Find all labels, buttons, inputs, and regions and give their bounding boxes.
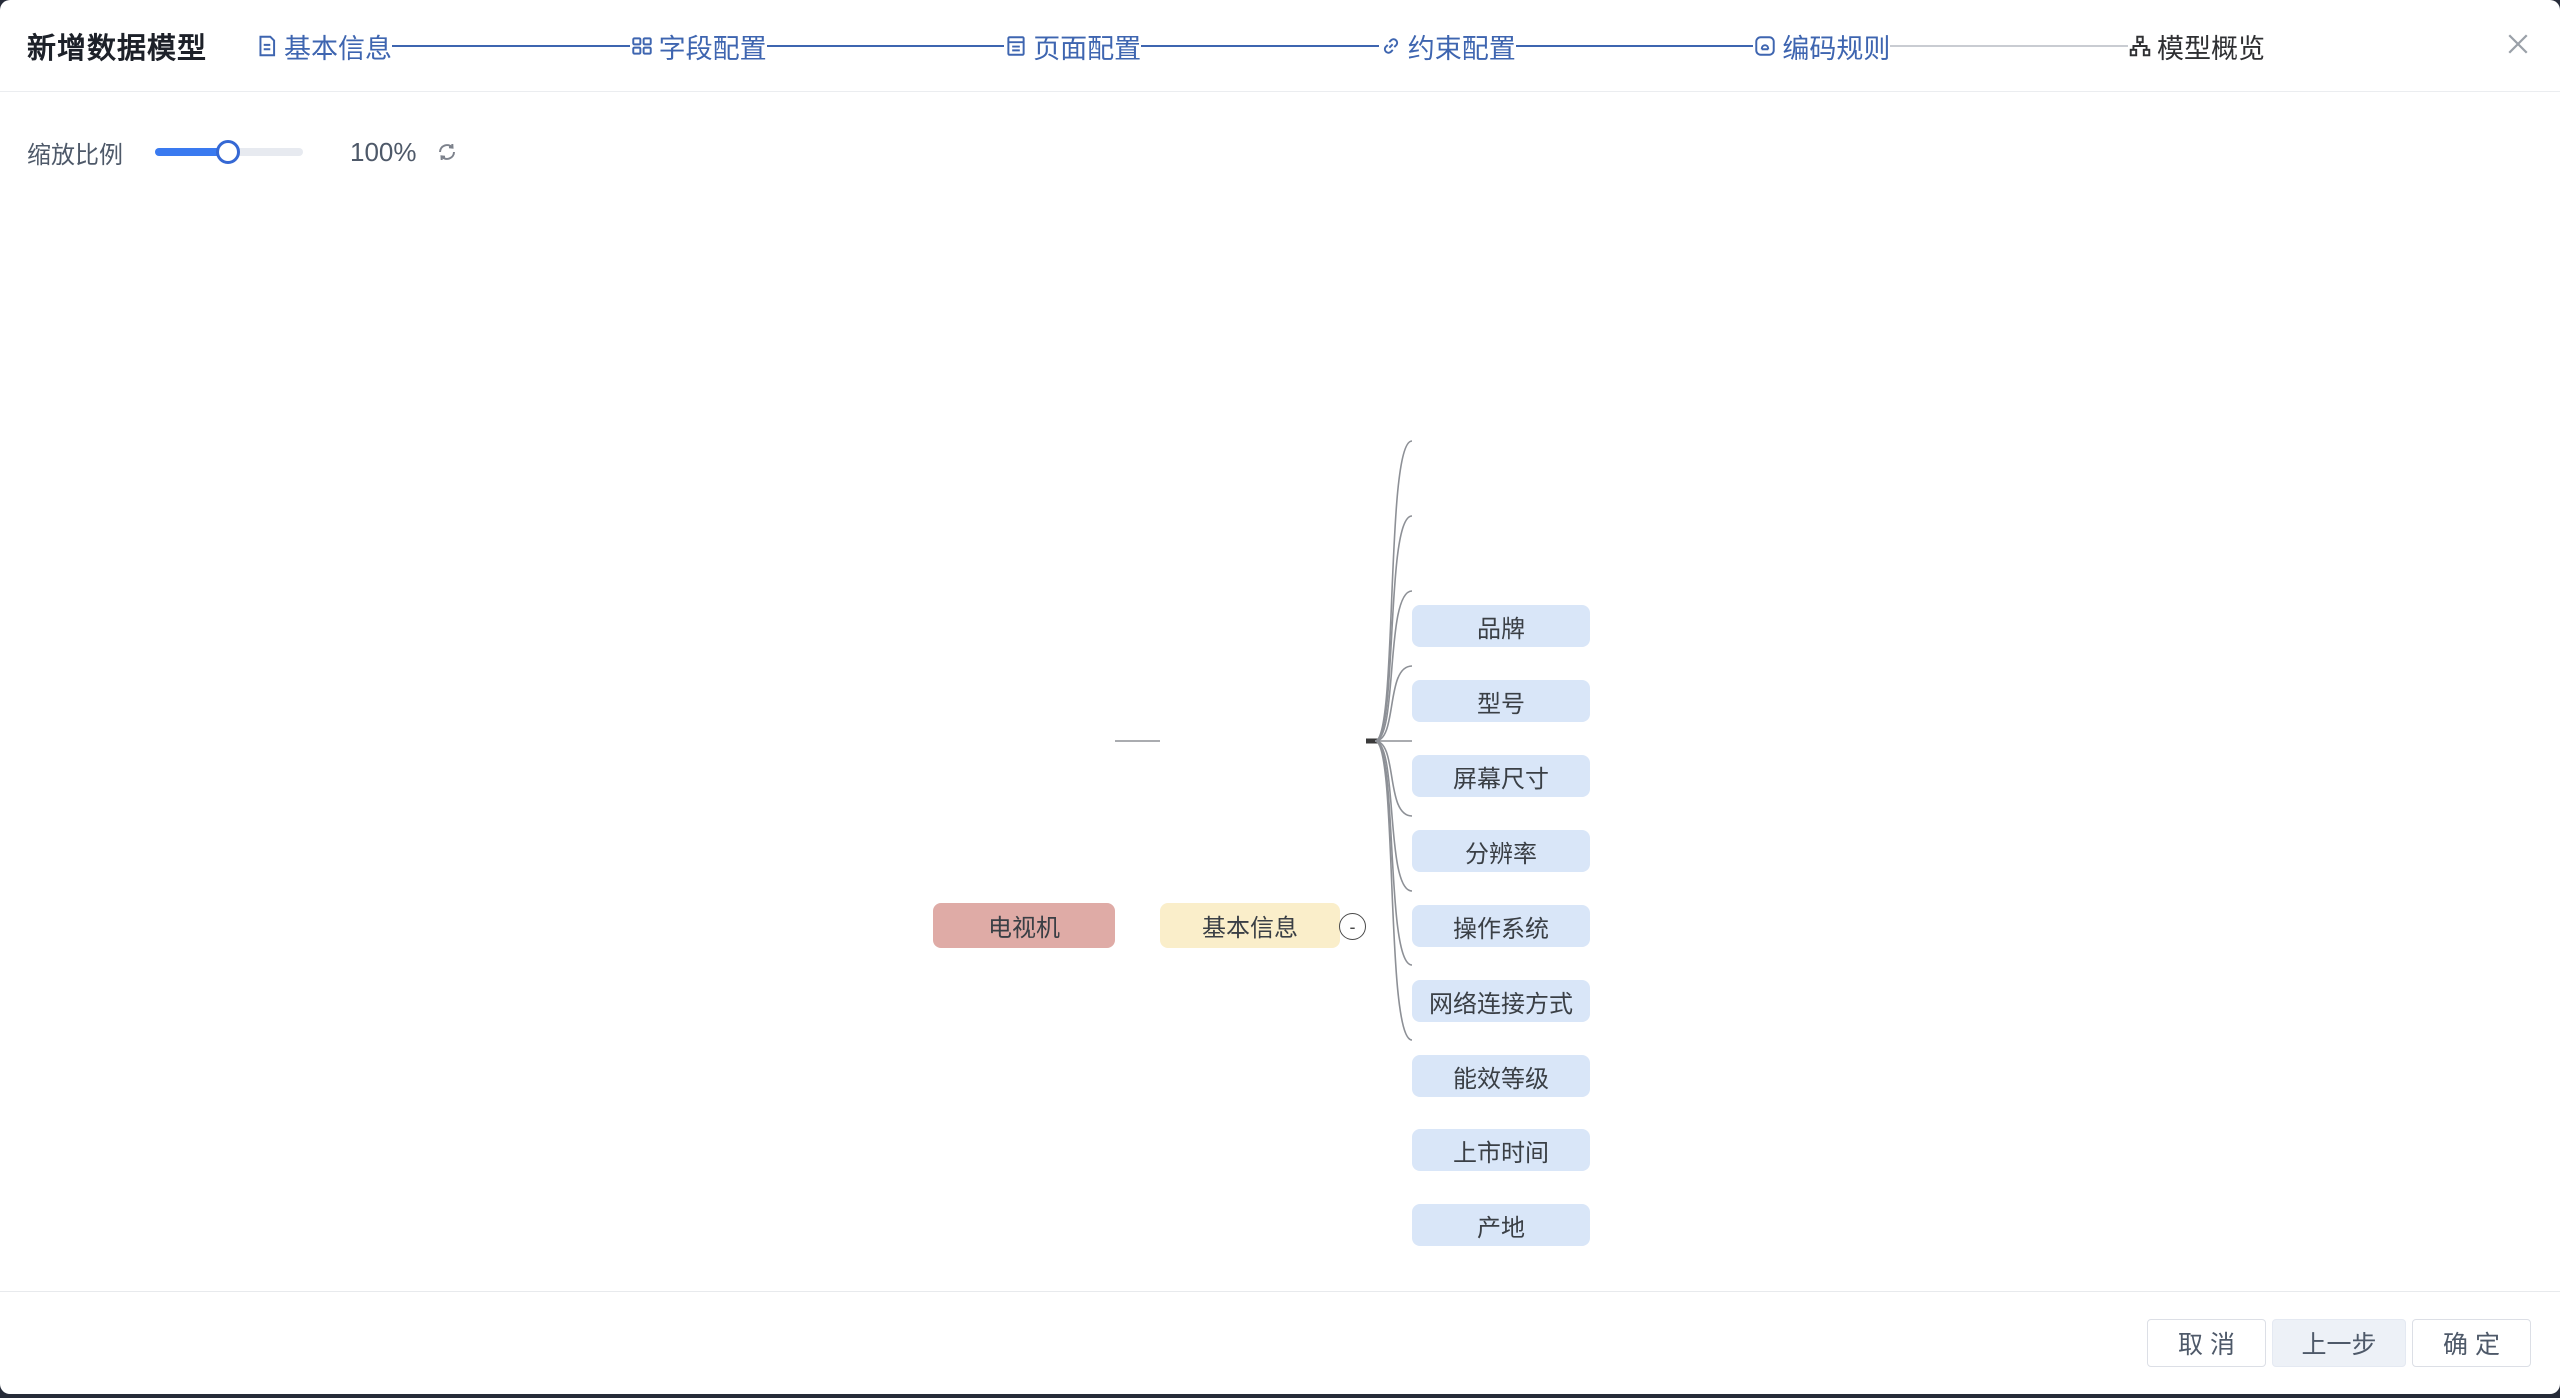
mindmap-child-node[interactable]: 能效等级 <box>1412 1055 1590 1097</box>
dialog-title: 新增数据模型 <box>27 33 208 65</box>
zoom-percent-value: 100% <box>350 136 417 167</box>
step-label: 基本信息 <box>284 33 392 64</box>
code-rule-icon <box>1753 34 1777 58</box>
step-connector <box>766 45 1005 47</box>
sitemap-icon <box>2128 34 2152 58</box>
step-label: 约束配置 <box>1407 33 1516 64</box>
link-icon <box>1379 34 1403 58</box>
mindmap-child-node[interactable]: 屏幕尺寸 <box>1412 755 1590 797</box>
footer-divider <box>0 1291 2560 1292</box>
step-basic-info[interactable]: 基本信息 <box>255 27 392 66</box>
step-connector <box>1515 45 1754 47</box>
mindmap-canvas[interactable]: 电视机 基本信息 - 品牌 型号 屏幕尺寸 分辨率 操作系统 网络连接方式 能效… <box>0 185 2560 1291</box>
step-label: 编码规则 <box>1782 33 1891 64</box>
step-label: 页面配置 <box>1033 33 1142 64</box>
mindmap-edges <box>1115 440 1413 1041</box>
mindmap-child-node[interactable]: 分辨率 <box>1412 830 1590 872</box>
step-connector <box>392 45 630 47</box>
dialog-footer: 取 消 上一步 确 定 <box>0 1291 2560 1394</box>
step-connector <box>1141 45 1379 47</box>
step-page-config[interactable]: 页面配置 <box>1004 27 1141 66</box>
field-grid-icon <box>630 34 654 58</box>
document-icon <box>255 34 279 58</box>
step-label: 字段配置 <box>658 33 767 64</box>
zoom-ratio-label: 缩放比例 <box>27 141 123 169</box>
mindmap-child-node[interactable]: 型号 <box>1412 680 1590 722</box>
mindmap-branch-node[interactable]: 基本信息 <box>1160 903 1340 948</box>
stepper: 基本信息 字段配置 <box>255 0 2265 92</box>
mindmap-child-node[interactable]: 操作系统 <box>1412 905 1590 947</box>
slider-fill <box>155 148 228 156</box>
step-label: 模型概览 <box>2156 33 2265 64</box>
step-constraint-config[interactable]: 约束配置 <box>1379 27 1516 66</box>
zoom-toolbar: 缩放比例 100% <box>27 120 459 184</box>
mindmap-child-node[interactable]: 产地 <box>1412 1204 1590 1246</box>
mindmap-child-node[interactable]: 品牌 <box>1412 605 1590 647</box>
page-icon <box>1004 34 1028 58</box>
confirm-button[interactable]: 确 定 <box>2412 1319 2531 1367</box>
previous-step-button[interactable]: 上一步 <box>2272 1319 2406 1367</box>
step-model-overview[interactable]: 模型概览 <box>2128 27 2265 66</box>
mindmap-child-node[interactable]: 网络连接方式 <box>1412 980 1590 1022</box>
refresh-icon <box>438 143 455 161</box>
step-connector-inactive <box>1890 45 2128 47</box>
step-code-rule[interactable]: 编码规则 <box>1753 27 1890 66</box>
dialog-header: 新增数据模型 基本信息 <box>0 0 2560 92</box>
zoom-slider[interactable] <box>155 140 303 164</box>
slider-handle[interactable] <box>216 140 240 164</box>
step-field-config[interactable]: 字段配置 <box>630 27 767 66</box>
mindmap-root-node[interactable]: 电视机 <box>933 903 1115 948</box>
mindmap-child-node[interactable]: 上市时间 <box>1412 1129 1590 1171</box>
close-button[interactable] <box>2500 26 2536 62</box>
cancel-button[interactable]: 取 消 <box>2147 1319 2266 1367</box>
collapse-toggle[interactable]: - <box>1339 913 1366 940</box>
refresh-button[interactable] <box>435 140 459 164</box>
close-icon <box>2508 34 2528 54</box>
